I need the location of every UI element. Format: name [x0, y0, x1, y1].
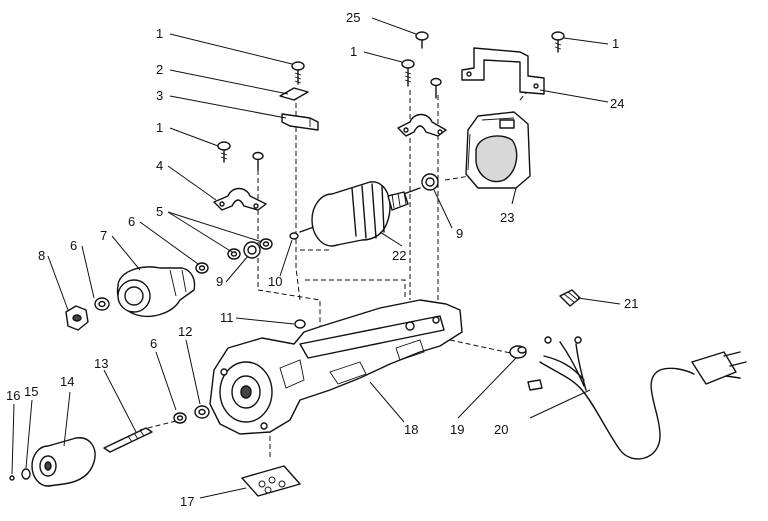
field-assembly-part-23 [465, 111, 531, 189]
callout: 2 [156, 62, 163, 77]
spacer-part-10 [289, 232, 299, 240]
screw-part-1-left [217, 141, 264, 171]
label-plate-part-17 [241, 465, 301, 497]
callout: 24 [610, 96, 624, 111]
callout: 16 [6, 388, 20, 403]
nut-part-8 [65, 305, 89, 331]
power-cord-part-20 [527, 336, 747, 460]
washer-part-6-lower [173, 412, 187, 424]
bracket-part-24 [461, 47, 545, 95]
callout: 22 [392, 248, 406, 263]
base-housing-part-18 [209, 299, 463, 435]
callout: 23 [500, 210, 514, 225]
brush-part-3 [281, 113, 319, 131]
callout: 3 [156, 88, 163, 103]
callout: 9 [456, 226, 463, 241]
bearing-housing-part-7 [116, 266, 196, 318]
callout-labels: 1 2 3 1 4 5 6 7 6 8 9 10 25 1 1 24 22 9 … [6, 10, 638, 509]
callout: 6 [70, 238, 77, 253]
callout: 7 [100, 228, 107, 243]
callout: 17 [180, 494, 194, 509]
clamp-part-1-upper [397, 113, 447, 137]
callout: 18 [404, 422, 418, 437]
callout: 6 [150, 336, 157, 351]
callout: 20 [494, 422, 508, 437]
screw-part-1-center [401, 59, 442, 99]
screw-part-11 [294, 319, 306, 329]
strain-relief-part-19 [509, 345, 527, 359]
callout: 10 [268, 274, 282, 289]
callout: 19 [450, 422, 464, 437]
callout: 9 [216, 274, 223, 289]
callout: 6 [128, 214, 135, 229]
pin-part-16 [9, 475, 15, 481]
callout: 25 [346, 10, 360, 25]
callout: 1 [612, 36, 619, 51]
washer-part-12 [194, 405, 210, 419]
callout: 1 [350, 44, 357, 59]
leader-lines [11, 17, 621, 499]
clamp-part-4 [213, 187, 267, 211]
callout: 1 [156, 26, 163, 41]
wire-nut-part-21 [559, 289, 581, 307]
callout: 4 [156, 158, 163, 173]
armature-part-22 [299, 181, 421, 247]
plate-part-2 [279, 87, 309, 101]
washer-part-15 [21, 468, 31, 480]
pulley-part-14 [31, 437, 96, 487]
callout: 13 [94, 356, 108, 371]
callout: 5 [156, 204, 163, 219]
callout: 15 [24, 384, 38, 399]
callout: 14 [60, 374, 74, 389]
callout: 21 [624, 296, 638, 311]
bearing-part-9-left [243, 241, 261, 259]
screw-part-1-upper [291, 61, 305, 85]
callout: 12 [178, 324, 192, 339]
screw-part-1-right [551, 31, 565, 53]
washer-part-6-left [94, 297, 110, 311]
callout: 1 [156, 120, 163, 135]
washer-part-5 [227, 238, 273, 260]
bearing-part-9-right [421, 173, 439, 191]
callout: 8 [38, 248, 45, 263]
screw-part-25 [415, 31, 429, 49]
washer-part-6-upper [195, 262, 209, 274]
spindle-part-13 [103, 427, 153, 453]
callout: 11 [220, 310, 234, 325]
